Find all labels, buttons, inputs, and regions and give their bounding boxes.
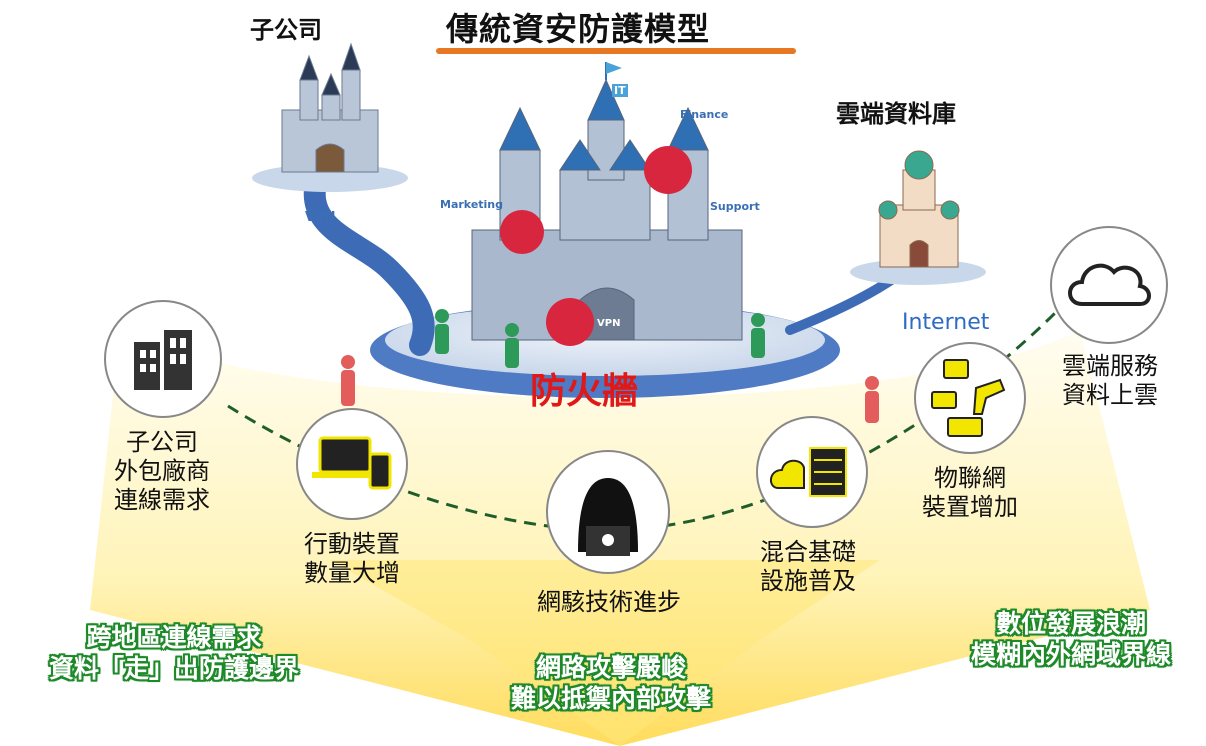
internet-label: Internet bbox=[902, 310, 990, 335]
circle-label-hacker: 網駭技術進步 bbox=[537, 588, 681, 616]
circle-label-mobile: 行動裝置 數量大增 bbox=[304, 530, 400, 587]
firewall-label: 防火牆 bbox=[530, 371, 639, 412]
summary-right: 數位發展浪潮 模糊內外網域界線 bbox=[970, 609, 1171, 670]
cloud-db-label: 雲端資料庫 bbox=[836, 100, 956, 128]
virus-icon bbox=[500, 146, 692, 346]
hacker-icon bbox=[546, 450, 670, 574]
circle-label-iot: 物聯網 裝置增加 bbox=[922, 464, 1018, 521]
dept-support-label: Support bbox=[710, 200, 760, 213]
summary-left: 跨地區連線需求 資料「走」出防護邊界 bbox=[48, 623, 299, 684]
cloud-icon bbox=[1050, 226, 1168, 344]
vpn-river bbox=[303, 164, 435, 356]
circle-label-cloud: 雲端服務 資料上雲 bbox=[1062, 352, 1158, 409]
summary-center: 網路攻擊嚴峻 難以抵禦內部攻擊 bbox=[510, 653, 711, 714]
subsidiary-castle-icon bbox=[281, 42, 379, 173]
vpn-label: VPN bbox=[305, 210, 336, 225]
mobile-devices-icon bbox=[296, 408, 408, 520]
circle-label-subsidiary: 子公司 外包廠商 連線需求 bbox=[114, 428, 210, 514]
page-title: 傳統資安防護模型 bbox=[446, 10, 711, 48]
dept-it-label: IT bbox=[612, 84, 628, 97]
building-icon bbox=[104, 300, 222, 418]
iot-devices-icon bbox=[914, 342, 1026, 454]
yellow-fan-arrow bbox=[330, 560, 880, 746]
dept-finance-label: Finance bbox=[680, 108, 729, 121]
vpn-center-label: VPN bbox=[597, 318, 621, 329]
person-red-icon bbox=[341, 355, 879, 423]
dept-marketing-label: Marketing bbox=[440, 198, 504, 211]
circle-label-hybrid: 混合基礎 設施普及 bbox=[760, 538, 856, 595]
cloud-db-castle-icon bbox=[878, 150, 960, 268]
people-icons bbox=[435, 309, 765, 368]
subsidiary-label: 子公司 bbox=[250, 16, 322, 44]
hybrid-cloud-server-icon bbox=[756, 416, 868, 528]
main-castle-icon bbox=[471, 62, 743, 341]
title-underline bbox=[436, 48, 796, 54]
